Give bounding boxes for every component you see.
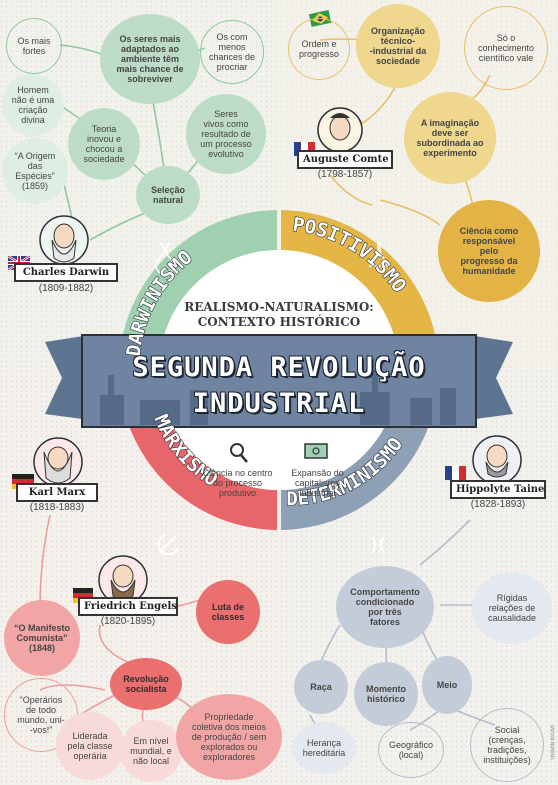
taine-node-meio: Meio — [422, 656, 472, 714]
marx-node-propriedade: Propriedade coletiva dos meios de produç… — [176, 694, 282, 780]
comte-node-organizacao: Organização técnico- -industrial da soci… — [356, 4, 440, 88]
money-icon — [304, 443, 328, 459]
taine-node-comportamento: Comportamento condicionado por três fato… — [336, 566, 434, 648]
comte-node-conhecimento: Só o conhecimento científico vale — [464, 6, 548, 90]
person-name-darwin: Charles Darwin — [14, 263, 118, 282]
marx-node-revolucao: Revolução socialista — [110, 658, 182, 710]
comte-portrait — [317, 107, 363, 153]
taine-node-rigidas: Rígidas relações de causalidade — [472, 572, 552, 644]
ring-green — [119, 210, 279, 370]
marx-node-manifesto: “O Manifesto Comunista” (1848) — [4, 600, 80, 676]
france-flag-taine — [445, 466, 466, 480]
banner — [45, 334, 513, 428]
person-dates-marx: (1818-1883) — [29, 502, 85, 513]
taine-portrait — [472, 435, 522, 485]
magnifier-icon — [230, 443, 248, 463]
marx-node-liderada: Liderada pela classe operária — [56, 712, 124, 780]
person-dates-taine: (1828-1893) — [470, 499, 526, 510]
darwin-node-homem: Homem não é uma criação divina — [2, 74, 64, 136]
engels-portrait — [98, 555, 148, 605]
darwin-node-menos-chances: Os com menos chances de procriar — [200, 20, 264, 84]
taine-node-raca: Raça — [294, 660, 348, 714]
main-title-line2: INDUSTRIAL — [192, 388, 366, 419]
darwin-node-selecao: Seleção natural — [136, 166, 200, 224]
comte-node-imaginacao: A imaginação deve ser subordinada ao exp… — [404, 92, 496, 184]
center-item-ciencia: Ciência no centro do processo produtivo — [202, 468, 273, 498]
chromosome-icon — [371, 536, 385, 554]
marx-node-operarios: “Operários de todo mundo, uni- -vos!” — [4, 678, 78, 752]
ring-yellow — [279, 210, 439, 370]
taine-node-momento: Momento histórico — [354, 662, 418, 726]
marx-node-nivel: Em nível mundial, e não local — [120, 720, 182, 782]
person-name-taine: Hippolyte Taine — [450, 480, 546, 499]
person-name-comte: Auguste Comte — [297, 150, 393, 169]
dna-icon — [155, 242, 175, 274]
darwin-node-origem: “A Origem das Espécies” (1859) — [2, 138, 68, 204]
center-item-expansao: Expansão do capitalismo industrial — [291, 468, 344, 498]
main-title-line1: SEGUNDA REVOLUÇÃO — [132, 352, 426, 383]
taine-node-social: Social (crenças, tradições, instituições… — [470, 708, 544, 782]
person-dates-comte: (1798-1857) — [317, 169, 373, 180]
darwin-portrait — [39, 215, 89, 265]
person-name-marx: Karl Marx — [16, 483, 98, 502]
person-dates-engels: (1820-1895) — [100, 616, 156, 627]
credit-text: YASMIN AYUMI — [550, 725, 556, 761]
darwin-node-seres-vivos: Seres vivos como resultado de um process… — [186, 94, 266, 174]
person-dates-darwin: (1809-1882) — [38, 283, 94, 294]
flask-icon — [368, 242, 390, 267]
marx-portrait — [33, 437, 83, 487]
taine-node-geografico: Geográfico (local) — [378, 722, 444, 778]
hammer-sickle-icon — [157, 534, 179, 556]
darwin-node-adaptados: Os seres mais adaptados ao ambiente têm … — [100, 14, 200, 104]
subtitle: REALISMO-NATURALISMO: CONTEXTO HISTÓRICO — [184, 300, 374, 329]
marx-node-luta: Luta de classes — [196, 580, 260, 644]
person-name-engels: Friedrich Engels — [78, 597, 178, 616]
france-flag-comte — [294, 142, 315, 156]
darwin-node-teoria: Teoria inovou e chocou a sociedade — [68, 108, 140, 180]
comte-node-ordem: Ordem e progresso — [288, 18, 350, 80]
comte-node-ciencia: Ciência como responsável pelo progresso … — [438, 200, 540, 302]
darwin-node-mais-fortes: Os mais fortes — [6, 18, 62, 74]
taine-node-heranca: Herança hereditária — [292, 722, 356, 774]
